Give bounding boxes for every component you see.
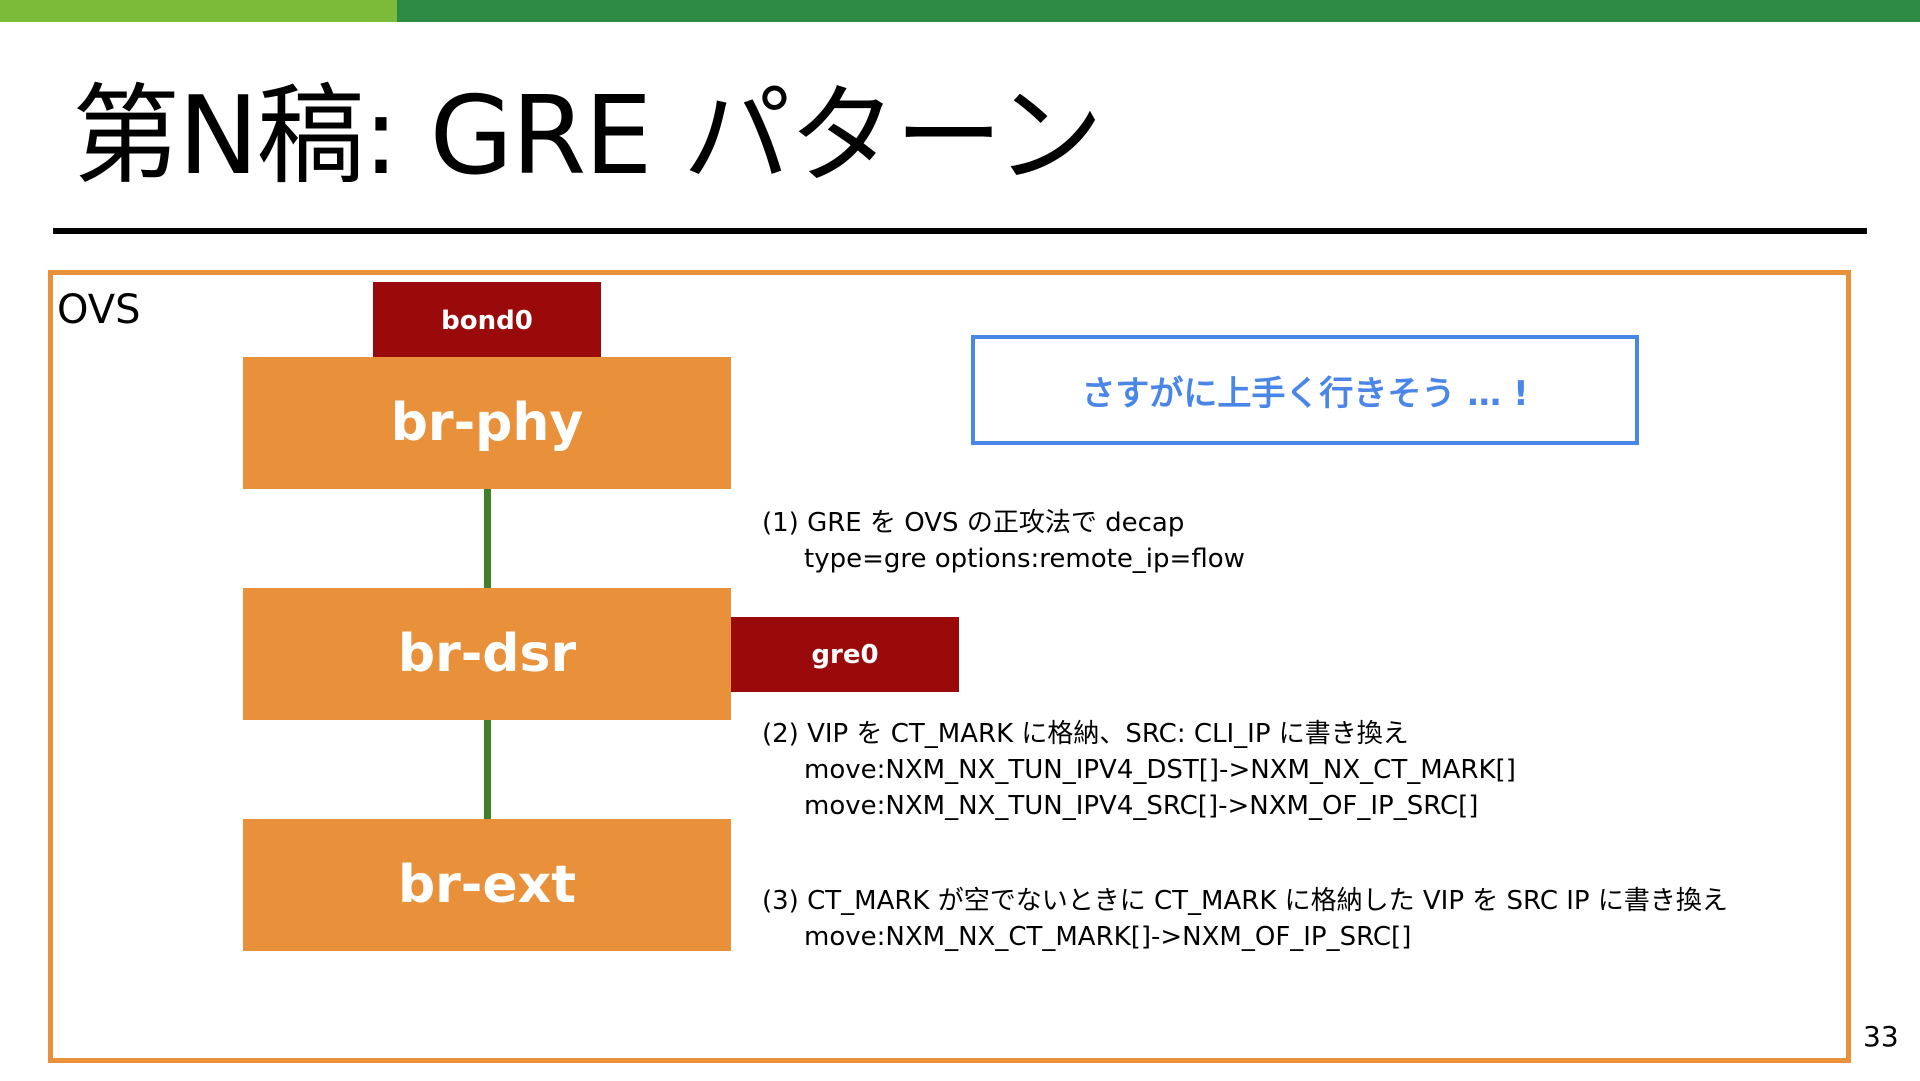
- note-step-1-heading: (1) GRE を OVS の正攻法で decap: [762, 508, 1185, 538]
- top-accent-bar-dark: [397, 0, 1920, 22]
- note-step-3-heading: (3) CT_MARK が空でないときに CT_MARK に格納した VIP を…: [762, 886, 1728, 916]
- note-step-1-line-1: type=gre options:remote_ip=flow: [804, 544, 1245, 574]
- note-step-2-heading: (2) VIP を CT_MARK に格納、SRC: CLI_IP に書き換え: [762, 719, 1409, 749]
- slide-title: 第N稿: GRE パターン: [72, 74, 1103, 199]
- bridge-br-dsr: br-dsr: [243, 588, 731, 720]
- note-step-2-line-2: move:NXM_NX_TUN_IPV4_SRC[]->NXM_OF_IP_SR…: [804, 791, 1479, 821]
- title-underline: [53, 228, 1867, 234]
- note-step-3: (3) CT_MARK が空でないときに CT_MARK に格納した VIP を…: [762, 883, 1728, 955]
- bridge-br-ext: br-ext: [243, 819, 731, 951]
- note-step-3-line-1: move:NXM_NX_CT_MARK[]->NXM_OF_IP_SRC[]: [804, 922, 1412, 952]
- port-gre0: gre0: [731, 617, 959, 692]
- note-step-1: (1) GRE を OVS の正攻法で decap type=gre optio…: [762, 505, 1245, 577]
- note-step-2: (2) VIP を CT_MARK に格納、SRC: CLI_IP に書き換え …: [762, 716, 1516, 824]
- ovs-container: [48, 270, 1851, 1063]
- bridge-br-phy: br-phy: [243, 357, 731, 489]
- ovs-label: OVS: [57, 287, 141, 333]
- page-number: 33: [1863, 1020, 1899, 1053]
- note-step-2-line-1: move:NXM_NX_TUN_IPV4_DST[]->NXM_NX_CT_MA…: [804, 755, 1516, 785]
- link-dsr-ext: [484, 720, 491, 819]
- port-bond0: bond0: [373, 282, 601, 359]
- callout-box: さすがに上手く行きそう … !: [971, 335, 1639, 445]
- top-accent-bar-light: [0, 0, 397, 22]
- link-phy-dsr: [484, 489, 491, 588]
